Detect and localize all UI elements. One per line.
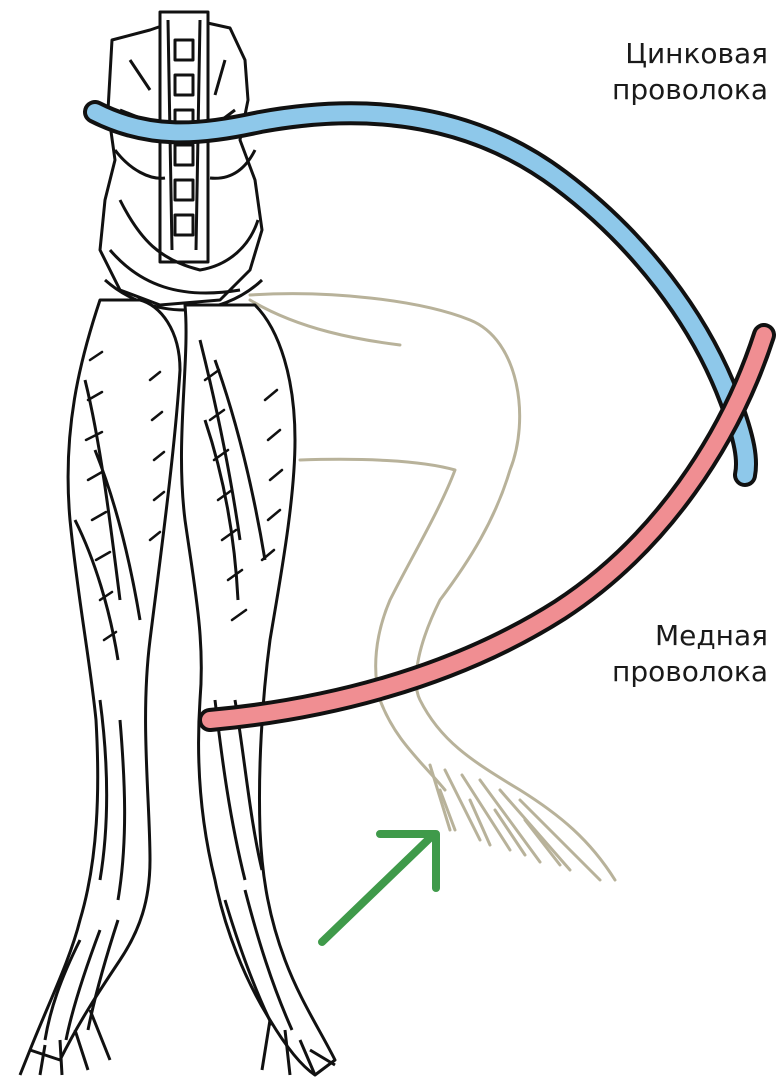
zinc-wire-label-line1: Цинковая — [612, 36, 768, 72]
zinc-wire-label: Цинковая проволока — [612, 36, 768, 108]
zinc-wire-label-line2: проволока — [612, 72, 768, 108]
copper-wire-label: Медная проволока — [612, 618, 768, 690]
copper-wire-label-line2: проволока — [612, 654, 768, 690]
relaxed-leg-outline — [250, 294, 615, 880]
frog-spine — [100, 12, 262, 310]
frog-right-leg — [181, 305, 335, 1075]
copper-wire-label-line1: Медная — [612, 618, 768, 654]
arrow-up-right-icon — [322, 834, 436, 942]
